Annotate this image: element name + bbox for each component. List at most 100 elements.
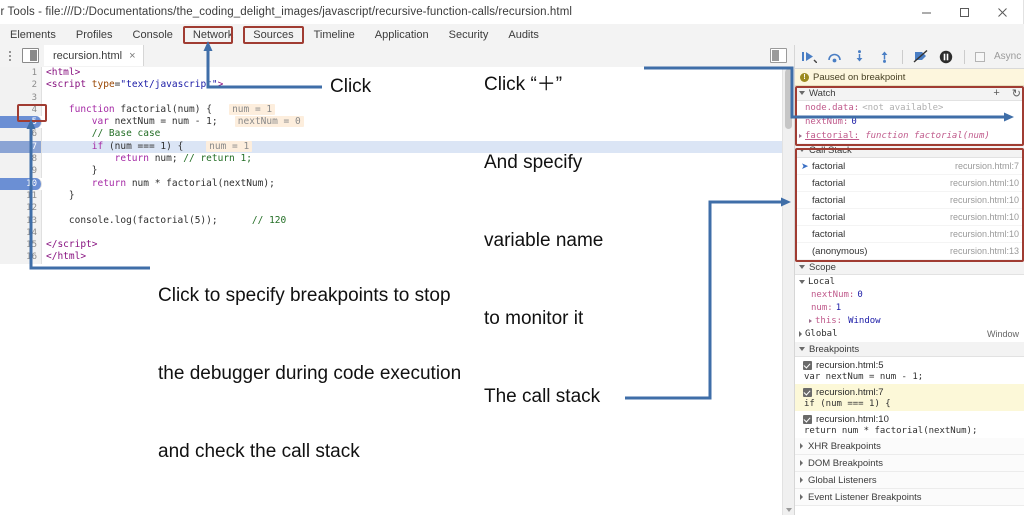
code-text-9: } <box>46 165 98 177</box>
async-checkbox[interactable] <box>975 51 985 62</box>
step-out-of-function-icon[interactable] <box>876 49 892 65</box>
breakpoints-section-header[interactable]: Breakpoints <box>795 342 1024 357</box>
scrollbar-thumb[interactable] <box>785 69 792 129</box>
line-number-6[interactable]: 6 <box>0 128 42 141</box>
tab-console[interactable]: Console <box>132 28 173 41</box>
code-text-4: function factorial(num) { num = 1 <box>46 103 276 116</box>
code-line-4[interactable]: 4 function factorial(num) { num = 1 <box>0 103 794 117</box>
tab-timeline[interactable]: Timeline <box>313 28 355 41</box>
scope-variable[interactable]: nextNum:0 <box>795 288 1024 301</box>
tab-audits[interactable]: Audits <box>508 28 539 41</box>
section-event-listener-breakpoints[interactable]: Event Listener Breakpoints <box>795 489 1024 506</box>
line-number-11[interactable]: 11 <box>0 189 42 203</box>
annotation-click-plus-line4: to monitor it <box>484 308 584 329</box>
line-number-1[interactable]: 1 <box>0 67 42 80</box>
breakpoint-checkbox[interactable] <box>803 361 812 370</box>
code-text-13: console.log(factorial(5)); // 120 <box>46 214 287 226</box>
code-line-13[interactable]: 13 console.log(factorial(5)); // 120 <box>0 214 794 227</box>
line-number-7[interactable]: 7 <box>0 140 42 154</box>
frame-name: (anonymous) <box>812 245 868 257</box>
refresh-watch-button[interactable]: ↻ <box>1011 87 1021 100</box>
chevron-right-icon[interactable] <box>799 330 802 337</box>
tab-elements[interactable]: Elements <box>10 28 56 41</box>
breakpoint-location: recursion.html:10 <box>816 414 889 425</box>
tab-sources[interactable]: Sources <box>243 25 304 44</box>
show-navigator-icon[interactable] <box>22 48 39 63</box>
close-icon[interactable] <box>983 0 1021 24</box>
scope-section-header[interactable]: Scope <box>795 260 1024 275</box>
code-line-5[interactable]: 5 var nextNum = num - 1; nextNum = 0 <box>0 116 794 129</box>
close-icon[interactable]: × <box>129 49 136 62</box>
scope-this-row[interactable]: this: Window <box>795 314 1024 327</box>
step-into-next-function-icon[interactable] <box>851 49 867 65</box>
tab-security[interactable]: Security <box>448 28 489 41</box>
scope-global-label: Global <box>805 328 838 339</box>
tab-network[interactable]: Network <box>192 28 234 41</box>
resume-script-execution-icon[interactable] <box>801 49 817 65</box>
tab-application[interactable]: Application <box>374 28 429 41</box>
deactivate-breakpoints-icon[interactable] <box>913 49 929 65</box>
line-number-9[interactable]: 9 <box>0 165 42 178</box>
scope-variable[interactable]: num:1 <box>795 301 1024 314</box>
code-line-10[interactable]: 10 return num * factorial(nextNum); <box>0 177 794 190</box>
file-tab-recursion-html[interactable]: recursion.html × <box>44 45 144 66</box>
code-line-11[interactable]: 11 } <box>0 189 794 203</box>
scroll-down-icon[interactable] <box>786 508 792 512</box>
breakpoint-checkbox[interactable] <box>803 388 812 397</box>
call-stack-section-header[interactable]: Call Stack <box>795 143 1024 158</box>
show-debugger-icon[interactable] <box>770 48 787 63</box>
pause-on-exceptions-icon[interactable] <box>938 49 954 65</box>
watch-key: factorial: <box>805 131 860 141</box>
frame-name: factorial <box>812 177 846 189</box>
line-number-12[interactable]: 12 <box>0 202 42 215</box>
line-number-3[interactable]: 3 <box>0 91 42 104</box>
kebab-menu-icon[interactable] <box>4 48 16 64</box>
maximize-icon[interactable] <box>945 0 983 24</box>
tab-profiles[interactable]: Profiles <box>75 28 113 41</box>
line-number-5[interactable]: 5 <box>0 116 42 129</box>
code-line-12[interactable]: 12 <box>0 202 794 215</box>
code-line-3[interactable]: 3 <box>0 91 794 104</box>
line-number-4[interactable]: 4 <box>0 103 42 117</box>
scope-local-header[interactable]: Local <box>795 275 1024 288</box>
line-number-2[interactable]: 2 <box>0 79 42 92</box>
scope-global-row[interactable]: Global Window <box>795 327 1024 340</box>
section-dom-breakpoints[interactable]: DOM Breakpoints <box>795 455 1024 472</box>
frame-location: recursion.html:7 <box>954 161 1019 171</box>
line-number-13[interactable]: 13 <box>0 214 42 227</box>
line-number-10[interactable]: 10 <box>0 177 42 190</box>
breakpoint-location: recursion.html:5 <box>816 360 884 371</box>
watch-entry[interactable]: node.data:<not available> <box>795 101 1024 115</box>
line-number-15[interactable]: 15 <box>0 239 42 252</box>
minimize-icon[interactable] <box>907 0 945 24</box>
editor-scrollbar[interactable] <box>782 67 794 515</box>
code-line-7[interactable]: 7 if (num === 1) { num = 1 <box>0 140 794 154</box>
watch-section-header[interactable]: Watch + ↻ <box>795 86 1024 101</box>
code-line-8[interactable]: 8 return num; // return 1; <box>0 153 794 166</box>
line-number-16[interactable]: 16 <box>0 251 42 264</box>
watch-entry[interactable]: nextNum:0 <box>795 115 1024 129</box>
code-line-6[interactable]: 6 // Base case <box>0 128 794 141</box>
code-line-1[interactable]: 1<html> <box>0 67 794 80</box>
code-line-2[interactable]: 2<script type="text/javascript"> <box>0 79 794 92</box>
section-global-listeners[interactable]: Global Listeners <box>795 472 1024 489</box>
watch-entry[interactable]: factorial:function factorial(num) <box>795 129 1024 143</box>
add-watch-expression-button[interactable]: + <box>993 87 1000 99</box>
section-xhr-breakpoints[interactable]: XHR Breakpoints <box>795 438 1024 455</box>
chevron-right-icon[interactable] <box>799 134 802 138</box>
step-over-next-function-icon[interactable] <box>826 49 842 65</box>
breakpoint-checkbox[interactable] <box>803 415 812 424</box>
line-number-14[interactable]: 14 <box>0 226 42 240</box>
chevron-right-icon[interactable] <box>809 318 812 323</box>
code-line-9[interactable]: 9 } <box>0 165 794 178</box>
call-stack-frame[interactable]: (anonymous)recursion.html:13 <box>795 243 1024 260</box>
line-number-8[interactable]: 8 <box>0 153 42 166</box>
